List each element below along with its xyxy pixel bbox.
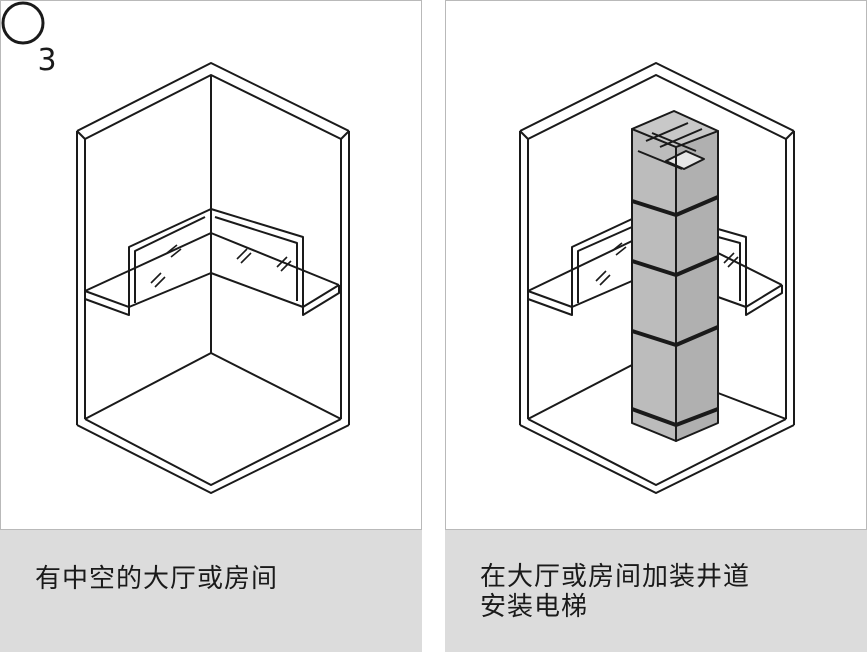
caption-right-line1: 在大厅或房间加装井道 [480,562,751,592]
caption-left: 有中空的大厅或房间 [35,564,279,594]
wall-right-cap [340,130,350,140]
glass-railing-right [717,228,747,307]
floor-inner-right [717,392,787,420]
wall-left-cap [76,130,86,140]
mezzanine-left-ledge [84,272,212,308]
glass-railing-left [571,218,633,307]
illustration-empty-hall: 3 [0,0,422,530]
panel-left-empty-hall: 3 有中空的大厅或房间 [0,0,422,652]
glass-railing-left-inner [577,226,633,303]
shaft-hall-drawing [519,62,795,494]
glass-railing-left-inner [134,216,206,303]
elevator-shaft-top-grid [637,122,703,170]
floor-inner [527,364,633,420]
glass-reflection-icon [150,272,166,288]
glass-reflection-icon [236,248,252,264]
mezzanine-right-ledge-bottom [302,285,340,316]
floor-outer [76,424,350,494]
glass-railing-right-inner [214,216,298,301]
panel-right-shaft-installed: 在大厅或房间加装井道 安装电梯 [445,0,867,652]
step-number-circle-icon [1,1,45,45]
wall-left-cap [519,130,529,140]
glass-reflection-icon [723,252,739,268]
mezzanine-left-bottom [527,298,573,316]
caption-box-left: 有中空的大厅或房间 [0,530,422,652]
floor-inner [84,352,342,420]
wall-inner-edge [527,74,787,140]
elevator-shaft-right-face [675,130,719,442]
elevator-shaft-left-face [631,128,677,442]
empty-hall-drawing [76,62,350,494]
floor-front [84,418,342,486]
caption-right: 在大厅或房间加装井道 安装电梯 [480,562,750,622]
caption-right-line2: 安装电梯 [480,592,589,622]
mezzanine-right-top [717,252,783,286]
mezzanine-right [717,284,783,308]
caption-box-right: 在大厅或房间加装井道 安装电梯 [445,530,867,652]
wall-right-cap [785,130,795,140]
glass-railing-right-inner [717,236,741,301]
mezzanine-left-ledge-bottom [84,298,130,316]
mezzanine-left [527,280,633,308]
wall-outer-edge [76,62,350,132]
illustration-shaft-installed [445,0,867,530]
floor-outer [519,424,795,494]
glass-reflection-icon [595,270,611,286]
floor-front [527,418,787,486]
glass-railing-right [210,208,304,307]
glass-railing-left [128,208,212,307]
glass-reflection-icon [276,256,292,272]
mezzanine-right-bottom [745,285,783,316]
wall-outer-edge [519,62,795,132]
glass-reflection-icon [166,244,182,258]
step-number: 3 [37,43,57,78]
glass-reflection-icon [611,242,627,256]
